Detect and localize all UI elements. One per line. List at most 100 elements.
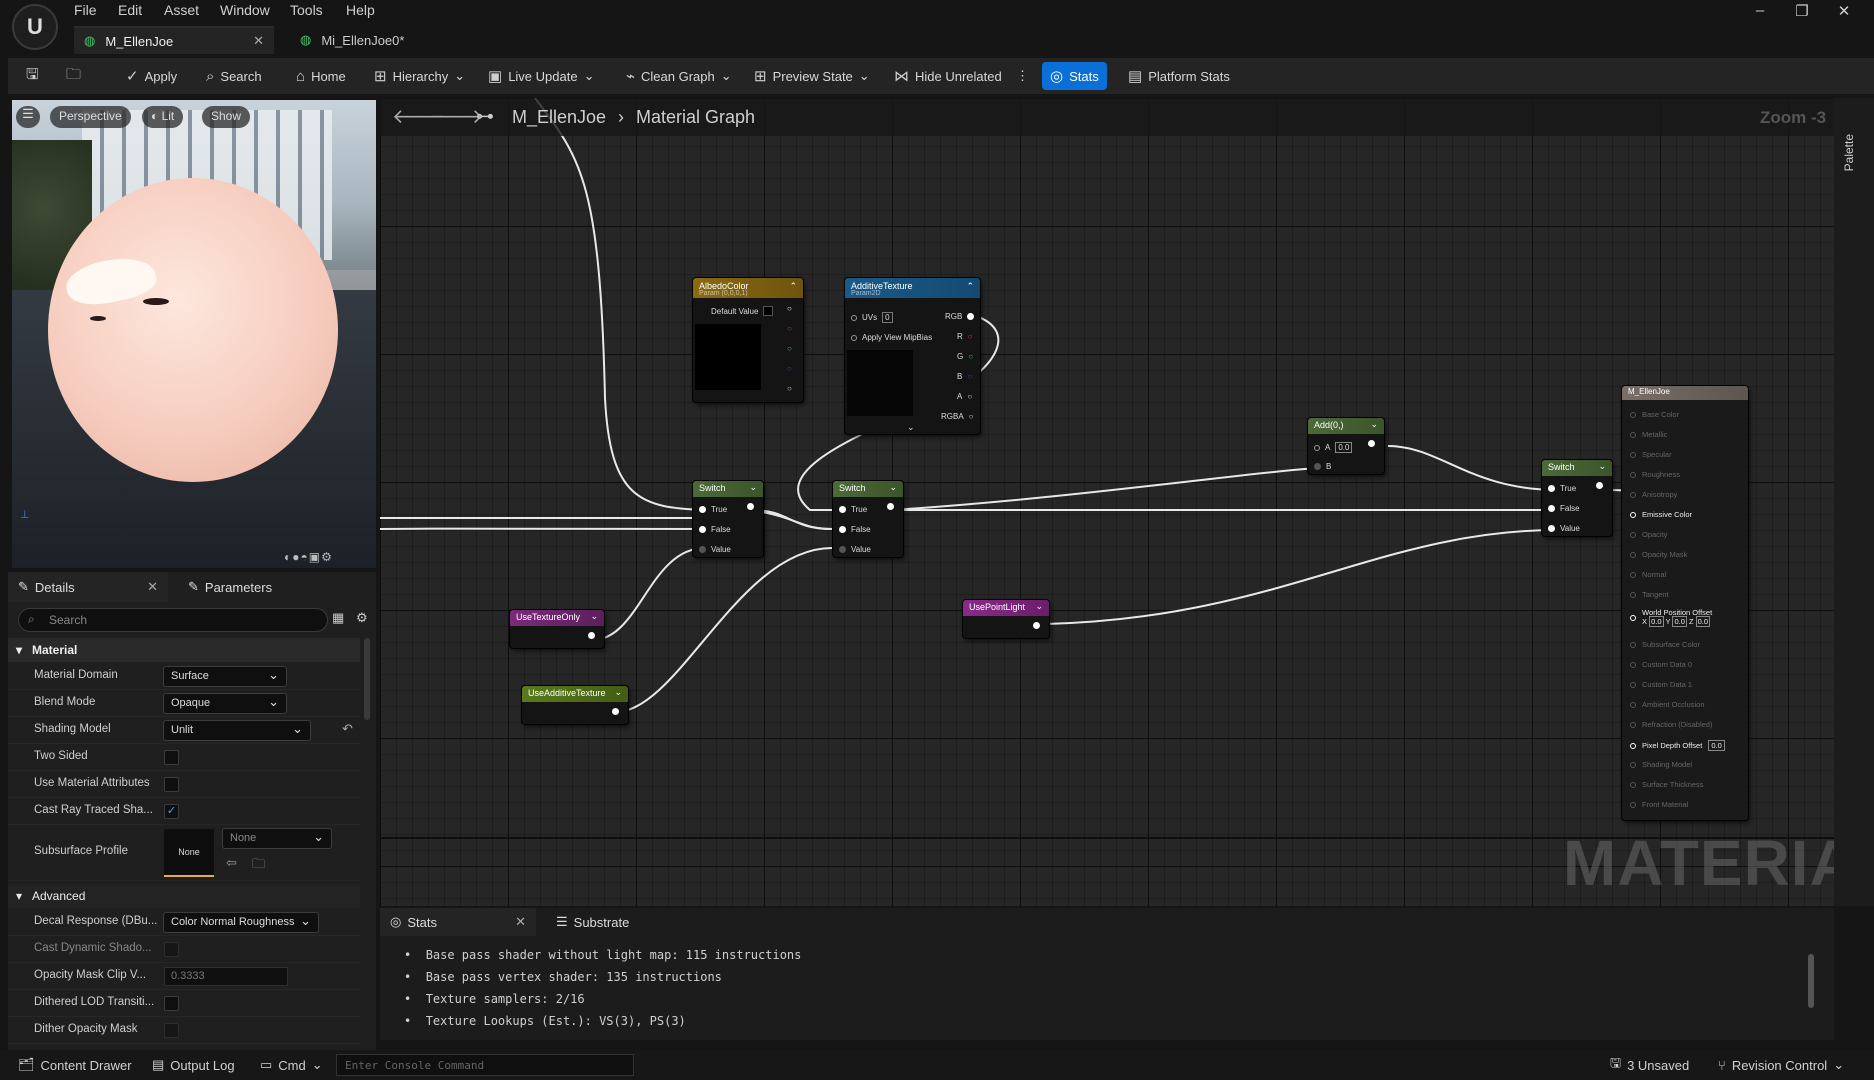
pin-metallic[interactable]: Metallic: [1630, 430, 1667, 439]
browse-arrow-icon[interactable]: ⇦: [226, 855, 237, 870]
forward-arrow-icon[interactable]: 🡒: [430, 106, 484, 128]
clean-graph-button[interactable]: ⌁Clean Graph⌄: [626, 68, 732, 85]
lit-button[interactable]: ◐ Lit: [142, 106, 184, 128]
console-command-input[interactable]: Enter Console Command: [336, 1054, 634, 1076]
output-pin[interactable]: [1596, 482, 1603, 491]
stats-scrollbar[interactable]: [1808, 954, 1814, 1008]
pin-custom-data-0[interactable]: Custom Data 0: [1630, 660, 1692, 669]
pin-rgba[interactable]: RGBA○: [941, 412, 974, 421]
menu-help[interactable]: Help: [346, 2, 375, 18]
tab-substrate[interactable]: ☰Substrate: [556, 914, 630, 930]
expand-icon[interactable]: ⌄: [907, 422, 915, 432]
decal-response-dropdown[interactable]: Color Normal Roughness: [163, 912, 319, 933]
tab-details[interactable]: ✎Details✕: [8, 572, 168, 602]
subsurface-profile-dropdown[interactable]: None: [222, 828, 332, 849]
node-switch-3[interactable]: Switch⌄ True False Value: [1542, 460, 1612, 536]
dithered-lod-checkbox[interactable]: [164, 996, 179, 1011]
maximize-icon[interactable]: ❐: [1795, 3, 1809, 20]
output-pin[interactable]: [747, 503, 754, 512]
material-domain-dropdown[interactable]: Surface: [163, 666, 287, 687]
menu-window[interactable]: Window: [220, 2, 270, 18]
back-arrow-icon[interactable]: 🡐: [392, 106, 446, 128]
pin-true[interactable]: True: [839, 505, 867, 514]
pin-g[interactable]: G○: [957, 352, 974, 361]
pin-opacity-mask[interactable]: Opacity Mask: [1630, 550, 1687, 559]
pin-front-material[interactable]: Front Material: [1630, 800, 1688, 809]
search-button[interactable]: ⌕Search: [206, 67, 262, 85]
minimize-icon[interactable]: –: [1755, 2, 1765, 19]
save-icon[interactable]: 🖫: [26, 65, 39, 83]
menu-asset[interactable]: Asset: [164, 2, 200, 18]
pin-anisotropy[interactable]: Anisotropy: [1630, 490, 1677, 499]
revision-control-button[interactable]: ⑂Revision Control⌄: [1718, 1057, 1845, 1073]
preview-viewport[interactable]: ☰ Perspective ◐ Lit Show ⊥ ◐●◓▣⚙: [12, 100, 376, 568]
pin-value[interactable]: Value: [699, 545, 731, 554]
pin-false[interactable]: False: [1548, 504, 1580, 513]
pin-normal[interactable]: Normal: [1630, 570, 1666, 579]
pin-true[interactable]: True: [1548, 484, 1576, 493]
pin-custom-data-1[interactable]: Custom Data 1: [1630, 680, 1692, 689]
tab-parameters[interactable]: ✎Parameters: [188, 579, 273, 595]
preview-shape-icons[interactable]: ◐●◓▣⚙: [284, 550, 333, 564]
node-result-m-ellenjoe[interactable]: M_EllenJoe Base Color Metallic Specular …: [1622, 386, 1748, 820]
subsurface-thumbnail[interactable]: None: [164, 829, 214, 877]
node-useadditivetexture[interactable]: UseAdditiveTexture⌄: [522, 686, 628, 724]
pin-roughness[interactable]: Roughness: [1630, 470, 1680, 479]
unsaved-button[interactable]: 🖫3 Unsaved: [1610, 1050, 1689, 1080]
pin-ambient-occlusion[interactable]: Ambient Occlusion: [1630, 700, 1705, 709]
pin-false[interactable]: False: [699, 525, 731, 534]
pin-rgb[interactable]: RGB: [945, 312, 975, 321]
node-usepointlight[interactable]: UsePointLight⌄: [963, 600, 1049, 638]
viewport-menu-icon[interactable]: ☰: [16, 106, 40, 128]
pin-base-color[interactable]: Base Color: [1630, 410, 1679, 419]
output-pin[interactable]: [1033, 622, 1040, 631]
pin-refraction[interactable]: Refraction (Disabled): [1630, 720, 1712, 729]
node-switch-1[interactable]: Switch⌄ True False Value: [693, 481, 763, 557]
show-button[interactable]: Show: [202, 106, 251, 128]
pin-r[interactable]: ○: [787, 324, 792, 333]
pin-value[interactable]: Value: [1548, 524, 1580, 533]
settings-icon[interactable]: ⚙: [356, 610, 368, 625]
pin-subsurface-color[interactable]: Subsurface Color: [1630, 640, 1700, 649]
perspective-button[interactable]: Perspective: [50, 106, 131, 128]
close-icon[interactable]: ✕: [253, 33, 264, 48]
output-log-button[interactable]: ▤Output Log: [152, 1057, 235, 1073]
opacity-mask-clip-input[interactable]: 0.3333: [164, 967, 288, 986]
dither-opacity-checkbox[interactable]: [164, 1023, 179, 1038]
pin-r[interactable]: R○: [957, 332, 973, 341]
output-pin[interactable]: [1368, 440, 1375, 449]
palette-tab[interactable]: Palette: [1842, 134, 1856, 172]
pin-tangent[interactable]: Tangent: [1630, 590, 1669, 599]
apply-button[interactable]: ✓Apply: [126, 68, 178, 85]
material-graph[interactable]: 🡐 🡒 ⊶ M_EllenJoe › Material Graph Zoom -…: [380, 98, 1834, 906]
pin-value[interactable]: Value: [839, 545, 871, 554]
section-advanced[interactable]: ▾Advanced: [8, 884, 360, 908]
more-options-icon[interactable]: ⋮: [1016, 68, 1029, 83]
two-sided-checkbox[interactable]: [164, 750, 179, 765]
stats-button[interactable]: ◎Stats: [1042, 62, 1107, 90]
unreal-logo-icon[interactable]: U: [12, 4, 58, 50]
pin-g[interactable]: ○: [787, 344, 792, 353]
pin-apply-view-mipbias[interactable]: Apply View MipBias: [851, 333, 932, 342]
output-pin[interactable]: [588, 632, 595, 641]
breadcrumb-root[interactable]: M_EllenJoe: [512, 107, 607, 127]
menu-tools[interactable]: Tools: [290, 2, 323, 18]
pin-b[interactable]: B: [1314, 462, 1331, 471]
content-drawer-button[interactable]: 🗂Content Drawer: [18, 1057, 132, 1073]
reset-icon[interactable]: ↶: [342, 721, 353, 736]
pin-a[interactable]: ○: [787, 384, 792, 393]
use-material-attributes-checkbox[interactable]: [164, 777, 179, 792]
tab-m-ellenjoe[interactable]: ◍ M_EllenJoe ✕: [74, 26, 274, 54]
pin-b[interactable]: ○: [787, 364, 792, 373]
pin-shading-model[interactable]: Shading Model: [1630, 760, 1692, 769]
pin-rgb[interactable]: ○: [787, 304, 792, 313]
pin-opacity[interactable]: Opacity: [1630, 530, 1667, 539]
details-scrollbar[interactable]: [364, 638, 370, 720]
close-window-icon[interactable]: ✕: [1837, 3, 1851, 20]
browse-folder-icon[interactable]: 🗀: [252, 856, 266, 871]
close-icon[interactable]: ✕: [147, 579, 158, 594]
section-material[interactable]: ▾Material: [8, 638, 360, 662]
